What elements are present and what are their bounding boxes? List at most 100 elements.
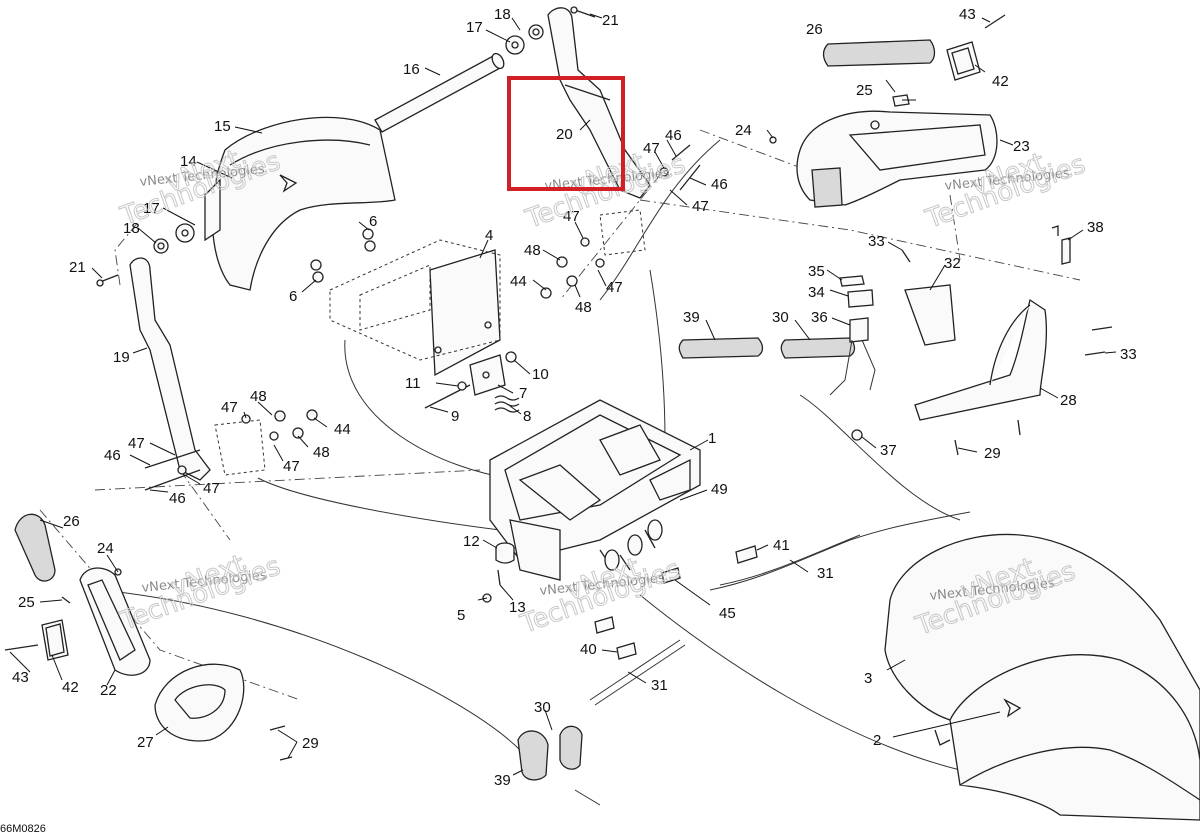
callout-48d: 48 bbox=[313, 444, 330, 461]
connector-part-38 bbox=[1051, 225, 1071, 265]
callout-48b: 48 bbox=[575, 299, 592, 316]
callout-48a: 48 bbox=[524, 242, 541, 259]
callout-42a: 42 bbox=[992, 73, 1009, 90]
callout-46d: 46 bbox=[169, 490, 186, 507]
callout-34: 35 bbox=[808, 263, 825, 280]
switch-part-34-35-36 bbox=[829, 275, 876, 441]
callout-17a: 17 bbox=[466, 19, 483, 36]
callout-31a: 31 bbox=[817, 565, 834, 582]
grip-part-26-right bbox=[822, 39, 936, 67]
callout-43b: 43 bbox=[12, 669, 29, 686]
callout-45: 45 bbox=[719, 605, 736, 622]
callout-46a: 46 bbox=[665, 127, 682, 144]
callout-1: 1 bbox=[708, 430, 716, 447]
callout-9: 9 bbox=[451, 408, 459, 425]
cover-part-27 bbox=[154, 663, 245, 742]
callout-2: 2 bbox=[873, 732, 881, 749]
callout-35: 34 bbox=[808, 284, 825, 301]
callout-33a: 33 bbox=[868, 233, 885, 250]
washers-part-17-18 bbox=[153, 24, 544, 254]
callout-32: 32 bbox=[944, 255, 961, 272]
callout-38: 38 bbox=[1087, 219, 1104, 236]
callout-11: 11 bbox=[405, 375, 421, 392]
callout-17b: 17 bbox=[143, 200, 160, 217]
callout-44a: 44 bbox=[510, 273, 527, 290]
wiring-harness-part-31 bbox=[574, 511, 971, 806]
screws-part-33 bbox=[901, 249, 1113, 356]
callout-47d: 47 bbox=[606, 279, 623, 296]
callout-20: 20 bbox=[556, 126, 573, 143]
callout-47g: 47 bbox=[128, 435, 145, 452]
callout-labels: 1 2 3 4 5 6 6 7 8 9 10 11 12 13 14 15 16… bbox=[12, 6, 1137, 789]
callout-41: 41 bbox=[773, 537, 790, 554]
callout-18b: 18 bbox=[123, 220, 140, 237]
callout-47a: 47 bbox=[643, 140, 660, 157]
callout-6b: 6 bbox=[289, 288, 297, 305]
callout-42b: 42 bbox=[62, 679, 79, 696]
callout-46b: 46 bbox=[711, 176, 728, 193]
callout-5: 5 bbox=[457, 607, 465, 624]
callout-24a: 24 bbox=[735, 122, 752, 139]
callout-49: 49 bbox=[711, 481, 728, 498]
right-handle-part-23 bbox=[769, 94, 998, 208]
callout-29b: 29 bbox=[302, 735, 319, 752]
leader-lines bbox=[9, 13, 1117, 776]
callout-10: 10 bbox=[532, 366, 549, 383]
frame-tray-part-1 bbox=[489, 399, 701, 581]
callout-36: 36 bbox=[811, 309, 828, 326]
grip-part-30-39 bbox=[517, 337, 856, 781]
callout-15: 15 bbox=[214, 118, 231, 135]
callout-23: 23 bbox=[1013, 138, 1030, 155]
spring-part-8 bbox=[494, 395, 520, 413]
callout-47b: 47 bbox=[692, 198, 709, 215]
callout-4: 4 bbox=[485, 227, 493, 244]
bracket-part-32 bbox=[904, 284, 956, 346]
callout-46c: 46 bbox=[104, 447, 121, 464]
left-cover-part-14-15 bbox=[204, 116, 396, 291]
lock-part-42-left bbox=[4, 619, 69, 661]
callout-28: 28 bbox=[1060, 392, 1077, 409]
left-handle-part-22 bbox=[61, 567, 151, 676]
seat-cushion-part-2-3 bbox=[884, 533, 1200, 821]
callout-40: 40 bbox=[580, 641, 597, 658]
callout-22: 22 bbox=[100, 682, 117, 699]
callout-7: 7 bbox=[519, 385, 527, 402]
hardware-part-12-13-5 bbox=[482, 542, 515, 603]
lock-part-42-right bbox=[946, 14, 1006, 81]
callout-47c: 47 bbox=[563, 208, 580, 225]
callout-39b: 39 bbox=[494, 772, 511, 789]
callout-37: 37 bbox=[880, 442, 897, 459]
callout-47f: 47 bbox=[283, 458, 300, 475]
callout-14: 14 bbox=[180, 153, 197, 170]
callout-26a: 26 bbox=[806, 21, 823, 38]
callout-13: 13 bbox=[509, 599, 526, 616]
callout-30a: 30 bbox=[772, 309, 789, 326]
callout-33b: 33 bbox=[1120, 346, 1137, 363]
callout-12: 12 bbox=[463, 533, 480, 550]
callout-47e: 47 bbox=[221, 399, 238, 416]
callout-6a: 6 bbox=[369, 213, 377, 230]
callout-27: 27 bbox=[137, 734, 154, 751]
screws-part-29 bbox=[269, 419, 1021, 761]
tube-part-16 bbox=[374, 52, 505, 133]
callout-25a: 25 bbox=[856, 82, 873, 99]
right-panel-part-28 bbox=[914, 298, 1048, 421]
screws-part-6 bbox=[310, 228, 376, 283]
clamps-part-49 bbox=[604, 519, 663, 571]
callout-24b: 24 bbox=[97, 540, 114, 557]
bracket-part-7 bbox=[469, 354, 506, 396]
callout-44b: 44 bbox=[334, 421, 351, 438]
plate-part-4 bbox=[329, 239, 501, 377]
bolts-part-21 bbox=[96, 6, 596, 287]
drawing-code: 66M0826 bbox=[0, 823, 46, 834]
callout-26b: 26 bbox=[63, 513, 80, 530]
callout-30b: 30 bbox=[534, 699, 551, 716]
callout-31b: 31 bbox=[651, 677, 668, 694]
callout-16: 16 bbox=[403, 61, 420, 78]
callout-48c: 48 bbox=[250, 388, 267, 405]
callout-21b: 21 bbox=[69, 259, 86, 276]
callout-43a: 43 bbox=[959, 6, 976, 23]
part-20-highlight-box bbox=[507, 76, 625, 191]
pivot-hardware-left bbox=[144, 409, 318, 491]
